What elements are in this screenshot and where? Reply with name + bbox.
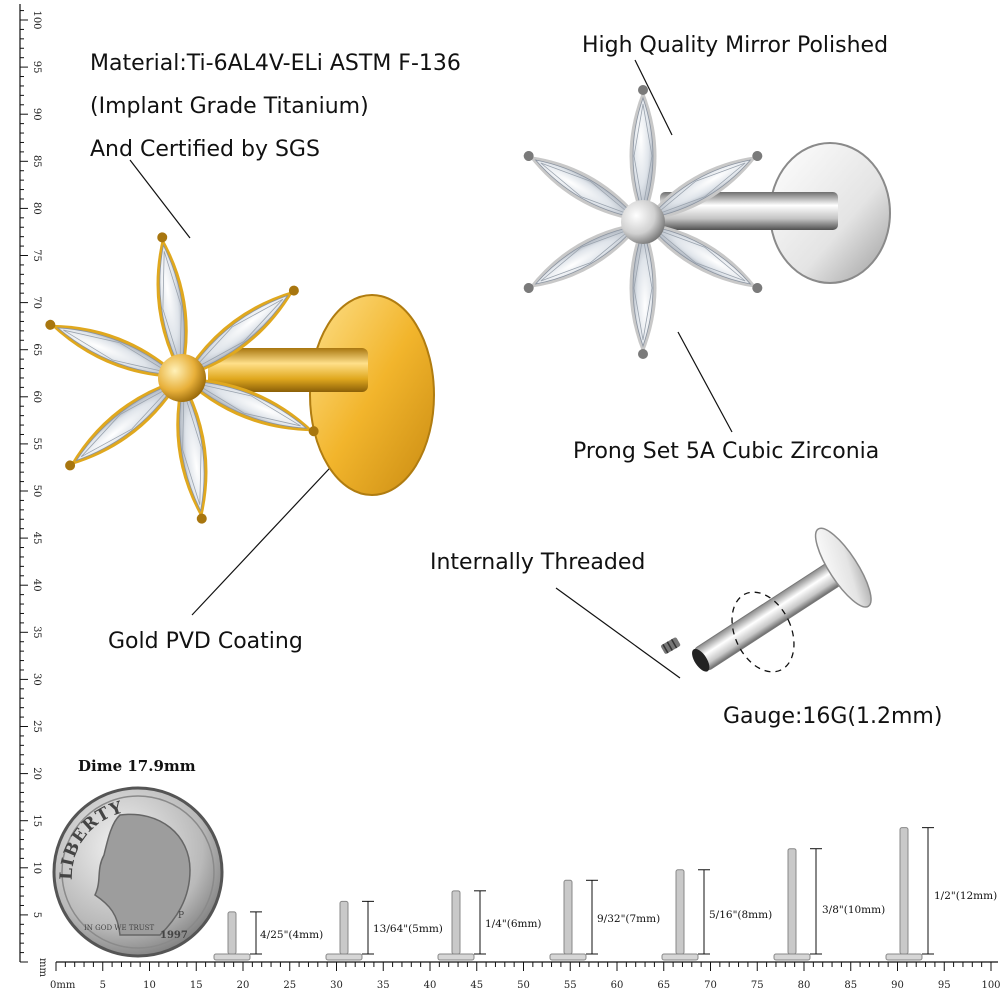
size-post xyxy=(325,900,363,961)
crystal-petal xyxy=(182,378,319,437)
vruler-label: 35 xyxy=(31,626,42,639)
vruler-label: 90 xyxy=(31,108,42,121)
ruler-label: 65 xyxy=(657,980,670,991)
material-line-3: And Certified by SGS xyxy=(90,137,320,162)
prong-set-callout: Prong Set 5A Cubic Zirconia xyxy=(573,439,880,464)
ruler-label: 100 xyxy=(981,980,1000,991)
ruler-label: 75 xyxy=(751,980,764,991)
size-label-8mm: 5/16"(8mm) xyxy=(709,909,773,921)
vruler-label: 10 xyxy=(31,861,42,874)
ruler-label: 85 xyxy=(844,980,857,991)
size-label-7mm: 9/32"(7mm) xyxy=(597,913,661,925)
ruler-label: 35 xyxy=(377,980,390,991)
ruler-label: 60 xyxy=(611,980,624,991)
size-label-5mm: 13/64"(5mm) xyxy=(373,923,443,935)
vruler-label: 85 xyxy=(31,155,42,168)
leader-material xyxy=(129,159,191,239)
ruler-label: 20 xyxy=(237,980,250,991)
ruler-label: 80 xyxy=(798,980,811,991)
vruler-label: 75 xyxy=(31,249,42,262)
ruler-label: 5 xyxy=(100,980,106,991)
crystal-petal xyxy=(523,151,643,222)
vruler-label: 65 xyxy=(31,343,42,356)
ruler-label: 45 xyxy=(470,980,483,991)
crystal-petal xyxy=(629,85,657,222)
crystal-petal xyxy=(643,222,763,293)
vruler-label: 20 xyxy=(31,767,42,780)
ruler-label: 15 xyxy=(190,980,203,991)
gold-pvd-callout: Gold PVD Coating xyxy=(108,629,303,654)
dime-size-label: Dime 17.9mm xyxy=(78,757,196,775)
crystal-petal xyxy=(65,378,182,471)
material-line-2: (Implant Grade Titanium) xyxy=(90,94,369,119)
crystal-petal xyxy=(629,222,657,359)
vruler-label: 70 xyxy=(31,296,42,309)
vruler-label: 55 xyxy=(31,438,42,451)
mirror-polished-callout: High Quality Mirror Polished xyxy=(582,33,889,58)
size-label-4mm: 4/25"(4mm) xyxy=(260,929,324,941)
vruler-label: 50 xyxy=(31,485,42,498)
size-post xyxy=(773,848,811,961)
dime-year-text: 1997 xyxy=(160,930,188,941)
size-post xyxy=(661,869,699,961)
internally-threaded-callout: Internally Threaded xyxy=(430,550,646,575)
crystal-petal xyxy=(156,232,188,378)
ruler-zero-label: 0mm xyxy=(50,980,76,991)
size-post xyxy=(437,890,475,961)
ruler-label: 50 xyxy=(517,980,530,991)
vruler-label: 25 xyxy=(31,720,42,733)
vruler-label: 100 xyxy=(31,10,42,29)
size-label-6mm: 1/4"(6mm) xyxy=(485,918,542,930)
size-post xyxy=(213,911,251,961)
size-label-12mm: 1/2"(12mm) xyxy=(934,890,998,902)
size-post xyxy=(885,827,923,961)
crystal-petal xyxy=(523,222,643,293)
dime-mint-text: P xyxy=(178,911,184,921)
ruler-label: 30 xyxy=(330,980,343,991)
vruler-label: 80 xyxy=(31,202,42,215)
leader-mirror xyxy=(634,59,673,136)
crystal-petal xyxy=(176,378,208,524)
crystal-petal xyxy=(45,319,182,378)
leader-threaded xyxy=(555,587,681,679)
vertical-ruler: mm 5 10 15 20 25 30 35 40 45 50 55 60 65 70 75 80 85 90 95 1… xyxy=(19,4,48,977)
vruler-label: 45 xyxy=(31,532,42,545)
leader-prong xyxy=(677,331,733,433)
dime-motto-text: IN GOD WE TRUST xyxy=(84,924,154,932)
vruler-label: 95 xyxy=(31,61,42,74)
ruler-label: 95 xyxy=(938,980,951,991)
vruler-label: 30 xyxy=(31,673,42,686)
ruler-label: 90 xyxy=(891,980,904,991)
vruler-zero-label: mm xyxy=(37,958,48,977)
vruler-label: 40 xyxy=(31,579,42,592)
ruler-label: 40 xyxy=(424,980,437,991)
crystal-petal xyxy=(643,151,763,222)
vruler-label: 5 xyxy=(31,912,42,918)
ruler-label: 55 xyxy=(564,980,577,991)
vruler-label: 60 xyxy=(31,390,42,403)
vruler-label: 15 xyxy=(31,814,42,827)
material-line-1: Material:Ti-6AL4V-ELi ASTM F-136 xyxy=(90,51,461,76)
gauge-callout: Gauge:16G(1.2mm) xyxy=(723,704,943,729)
ruler-label: 70 xyxy=(704,980,717,991)
ruler-label: 10 xyxy=(143,980,156,991)
ruler-label: 25 xyxy=(283,980,296,991)
crystal-petal xyxy=(182,285,299,378)
size-label-10mm: 3/8"(10mm) xyxy=(822,904,886,916)
size-post xyxy=(549,879,587,961)
